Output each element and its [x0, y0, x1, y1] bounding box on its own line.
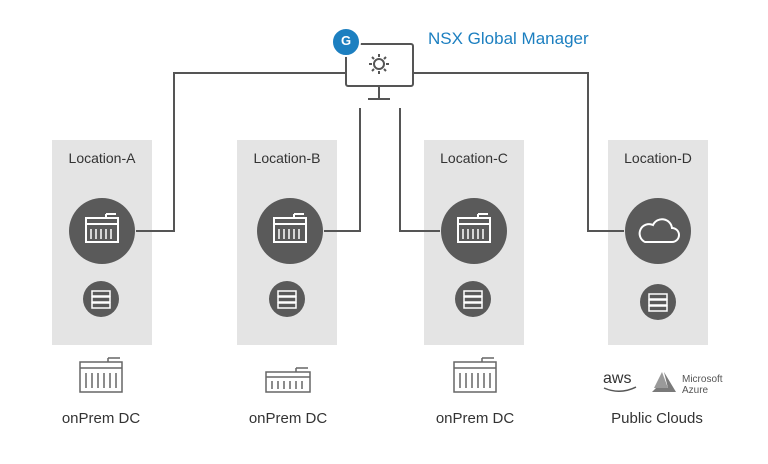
global-manager-title: NSX Global Manager — [428, 29, 589, 48]
location-d-label: Location-D — [624, 150, 692, 166]
location-c-server-node — [455, 281, 491, 317]
location-c-building-node — [441, 198, 507, 264]
monitor-gear-icon — [345, 43, 414, 100]
link-location-b — [324, 108, 361, 232]
link-location-d — [413, 72, 624, 232]
location-d-footer: Public Clouds — [611, 410, 703, 427]
g-badge-circle — [331, 27, 361, 57]
location-c-footer: onPrem DC — [435, 410, 515, 427]
location-b-server-node — [269, 281, 305, 317]
azure-logo-icon — [652, 372, 676, 392]
aws-logo: aws — [603, 370, 632, 387]
datacenter-low-building-icon-b — [265, 367, 311, 393]
location-b-footer: onPrem DC — [248, 410, 328, 427]
server-rack-icons — [83, 281, 676, 320]
g-badge: G — [340, 33, 352, 48]
location-a-label: Location-A — [68, 150, 136, 166]
location-b-building-node — [257, 198, 323, 264]
location-d-server-node — [640, 284, 676, 320]
location-a-footer: onPrem DC — [61, 410, 141, 427]
location-c-label: Location-C — [440, 150, 508, 166]
location-a-building-node — [69, 198, 135, 264]
datacenter-building-icon-a — [79, 357, 123, 393]
link-location-c — [399, 108, 440, 232]
azure-logo-line1: Microsoft — [682, 374, 723, 385]
datacenter-building-icon-c — [453, 357, 497, 393]
location-a-server-node — [83, 281, 119, 317]
location-d-cloud-node — [625, 198, 691, 264]
azure-logo-line2: Azure — [682, 385, 709, 396]
location-b-label: Location-B — [253, 150, 321, 166]
link-location-a — [136, 72, 346, 232]
aws-smile-icon — [603, 386, 637, 392]
connection-lines — [136, 72, 624, 232]
